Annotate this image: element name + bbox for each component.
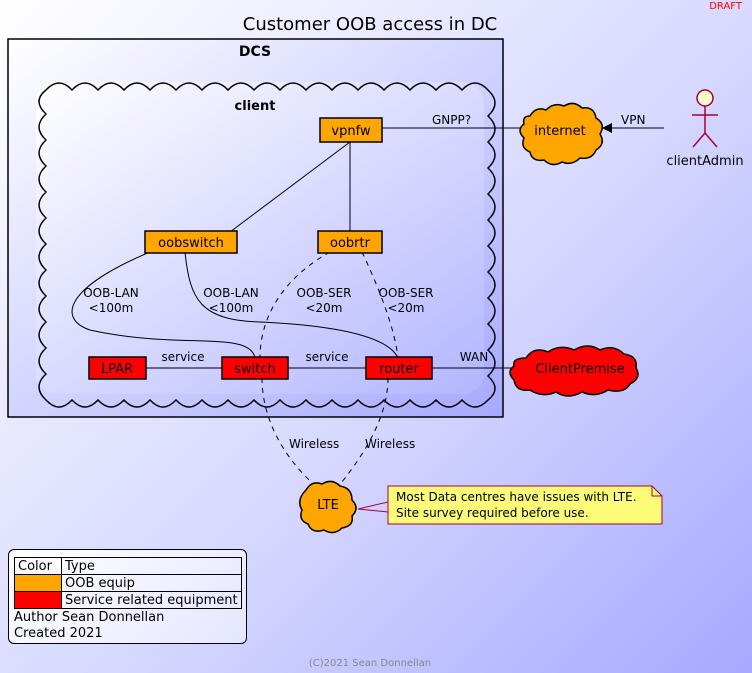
wan-label: WAN bbox=[460, 350, 488, 364]
node-vpnfw[interactable]: vpnfw bbox=[319, 117, 383, 143]
oob-lan-2-line2: <100m bbox=[209, 301, 254, 315]
legend-meta: Author Sean Donnellan Created 2021 bbox=[14, 610, 164, 642]
oob-ser-1-line2: <20m bbox=[305, 301, 342, 315]
legend-swatch-oob bbox=[14, 574, 62, 592]
lte-label: LTE bbox=[317, 498, 339, 513]
legend-header-type: Type bbox=[61, 557, 242, 575]
dc-label: DCS bbox=[239, 44, 271, 60]
oob-ser-2-line2: <20m bbox=[387, 301, 424, 315]
legend-header-color: Color bbox=[14, 557, 62, 575]
node-oobswitch[interactable]: oobswitch bbox=[144, 230, 238, 254]
draft-label: DRAFT bbox=[709, 1, 743, 12]
client-admin-label: clientAdmin bbox=[666, 154, 743, 169]
node-switch[interactable]: switch bbox=[221, 356, 289, 380]
legend-row: Service related equipment bbox=[14, 591, 242, 609]
footer-copyright: (C)2021 Sean Donnellan bbox=[309, 658, 431, 669]
legend-type-oob: OOB equip bbox=[61, 574, 242, 592]
note-line-1: Most Data centres have issues with LTE. bbox=[396, 490, 637, 504]
oob-lan-1-line2: <100m bbox=[89, 301, 134, 315]
internet-label: internet bbox=[534, 124, 585, 139]
link-labels: GNPP? VPN OOB-LAN <100m OOB-LAN <100m OO… bbox=[83, 113, 645, 451]
link-switch-lte bbox=[261, 377, 319, 489]
node-lpar[interactable]: LPAR bbox=[88, 356, 147, 380]
link-oobrtr-switch bbox=[259, 251, 331, 359]
links-solid bbox=[71, 127, 664, 369]
wireless-1-label: Wireless bbox=[289, 437, 339, 451]
client-premise-label: ClientPremise bbox=[535, 362, 624, 377]
gnpp-label: GNPP? bbox=[432, 113, 471, 127]
diagram-title: Customer OOB access in DC bbox=[243, 14, 498, 35]
lpar-label: LPAR bbox=[101, 362, 133, 377]
lte-note: Most Data centres have issues with LTE. … bbox=[357, 485, 663, 525]
link-oobswitch-router bbox=[184, 251, 399, 359]
oob-ser-2-line1: OOB-SER bbox=[379, 286, 434, 300]
vpn-arrowhead bbox=[602, 123, 612, 133]
oobrtr-label: oobrtr bbox=[330, 236, 371, 251]
oob-ser-1-line1: OOB-SER bbox=[297, 286, 352, 300]
legend-table: Color Type OOB equip Service related equ… bbox=[14, 557, 242, 609]
link-vpnfw-oobswitch bbox=[229, 141, 351, 233]
service-2-label: service bbox=[306, 350, 349, 364]
service-1-label: service bbox=[162, 350, 205, 364]
oobswitch-label: oobswitch bbox=[158, 236, 224, 251]
legend-author: Author Sean Donnellan bbox=[14, 610, 165, 625]
actor-client-admin[interactable] bbox=[692, 89, 718, 148]
actor-head-icon bbox=[696, 89, 714, 107]
wireless-2-label: Wireless bbox=[365, 437, 415, 451]
link-oobswitch-switch bbox=[71, 251, 256, 359]
node-router[interactable]: router bbox=[365, 356, 433, 380]
legend-type-service: Service related equipment bbox=[61, 591, 242, 609]
legend-created: Created 2021 bbox=[14, 626, 103, 641]
vpn-label: VPN bbox=[621, 113, 645, 127]
oob-lan-1-line1: OOB-LAN bbox=[83, 286, 139, 300]
client-label: client bbox=[235, 99, 276, 114]
node-oobrtr[interactable]: oobrtr bbox=[317, 230, 383, 254]
link-router-lte bbox=[336, 377, 389, 489]
oob-lan-2-line1: OOB-LAN bbox=[203, 286, 259, 300]
node-lte[interactable]: LTE bbox=[299, 480, 357, 534]
switch-label: switch bbox=[234, 362, 276, 377]
vpnfw-label: vpnfw bbox=[331, 124, 371, 139]
links-dashed bbox=[259, 251, 399, 489]
legend-header-row: Color Type bbox=[14, 557, 242, 575]
legend-row: OOB equip bbox=[14, 574, 242, 592]
node-internet[interactable]: internet bbox=[519, 102, 603, 166]
node-client-premise[interactable]: ClientPremise bbox=[509, 345, 639, 397]
link-oobrtr-router bbox=[361, 251, 399, 359]
client-cloud: client bbox=[36, 82, 496, 408]
note-line-2: Site survey required before use. bbox=[396, 506, 589, 520]
router-label: router bbox=[379, 362, 419, 377]
legend-swatch-service bbox=[14, 591, 62, 609]
legend: Color Type OOB equip Service related equ… bbox=[8, 549, 247, 644]
